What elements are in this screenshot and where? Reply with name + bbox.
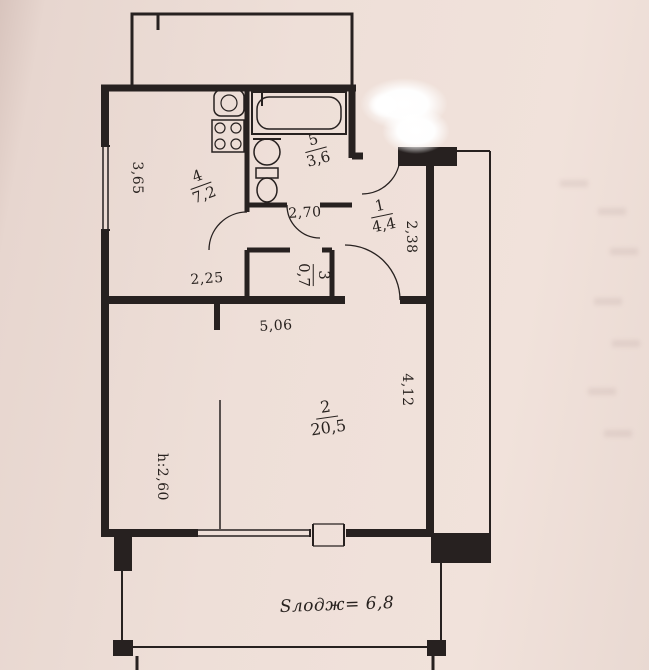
kitchen-sink-icon xyxy=(213,89,245,117)
dimension-kitchen-left-wall: 3,65 xyxy=(129,161,145,195)
dimension-hallway-depth: 2,38 xyxy=(403,220,419,254)
camera-glare xyxy=(368,92,402,118)
balcony-door xyxy=(312,523,345,547)
kitchen-door-arc xyxy=(208,211,248,251)
dimension-hallway-width: 2,70 xyxy=(288,204,322,222)
loggia-railing xyxy=(121,563,442,670)
entry-door-arc xyxy=(361,155,401,195)
room-label-living-room: 2 20,5 xyxy=(307,396,348,440)
window-living-room xyxy=(196,529,311,537)
toilet-icon xyxy=(255,167,279,203)
washbasin-icon xyxy=(253,138,281,166)
building-edge-lines xyxy=(456,150,491,562)
living-room-door-arc xyxy=(344,244,401,301)
dimension-kitchen-width: 2,25 xyxy=(189,269,225,289)
room-area: 0,7 xyxy=(294,263,313,287)
ceiling-height-label: h:2,60 xyxy=(154,453,170,501)
window-kitchen xyxy=(101,145,110,231)
bathtub-icon xyxy=(251,90,347,135)
room-label-closet: 3 0,7 xyxy=(294,263,333,287)
loggia-area-label: Sлодж= 6,8 xyxy=(279,593,395,617)
door-arcs xyxy=(208,155,401,301)
walls xyxy=(101,84,434,537)
dimension-living-width: 5,06 xyxy=(259,317,293,335)
wall-blocks xyxy=(113,147,491,656)
bathroom-door-arc xyxy=(286,204,321,239)
room-number: 3 xyxy=(312,264,333,286)
stove-icon xyxy=(211,119,245,153)
top-protrusion-outline xyxy=(130,12,354,88)
dimension-living-depth: 4,12 xyxy=(399,373,415,407)
